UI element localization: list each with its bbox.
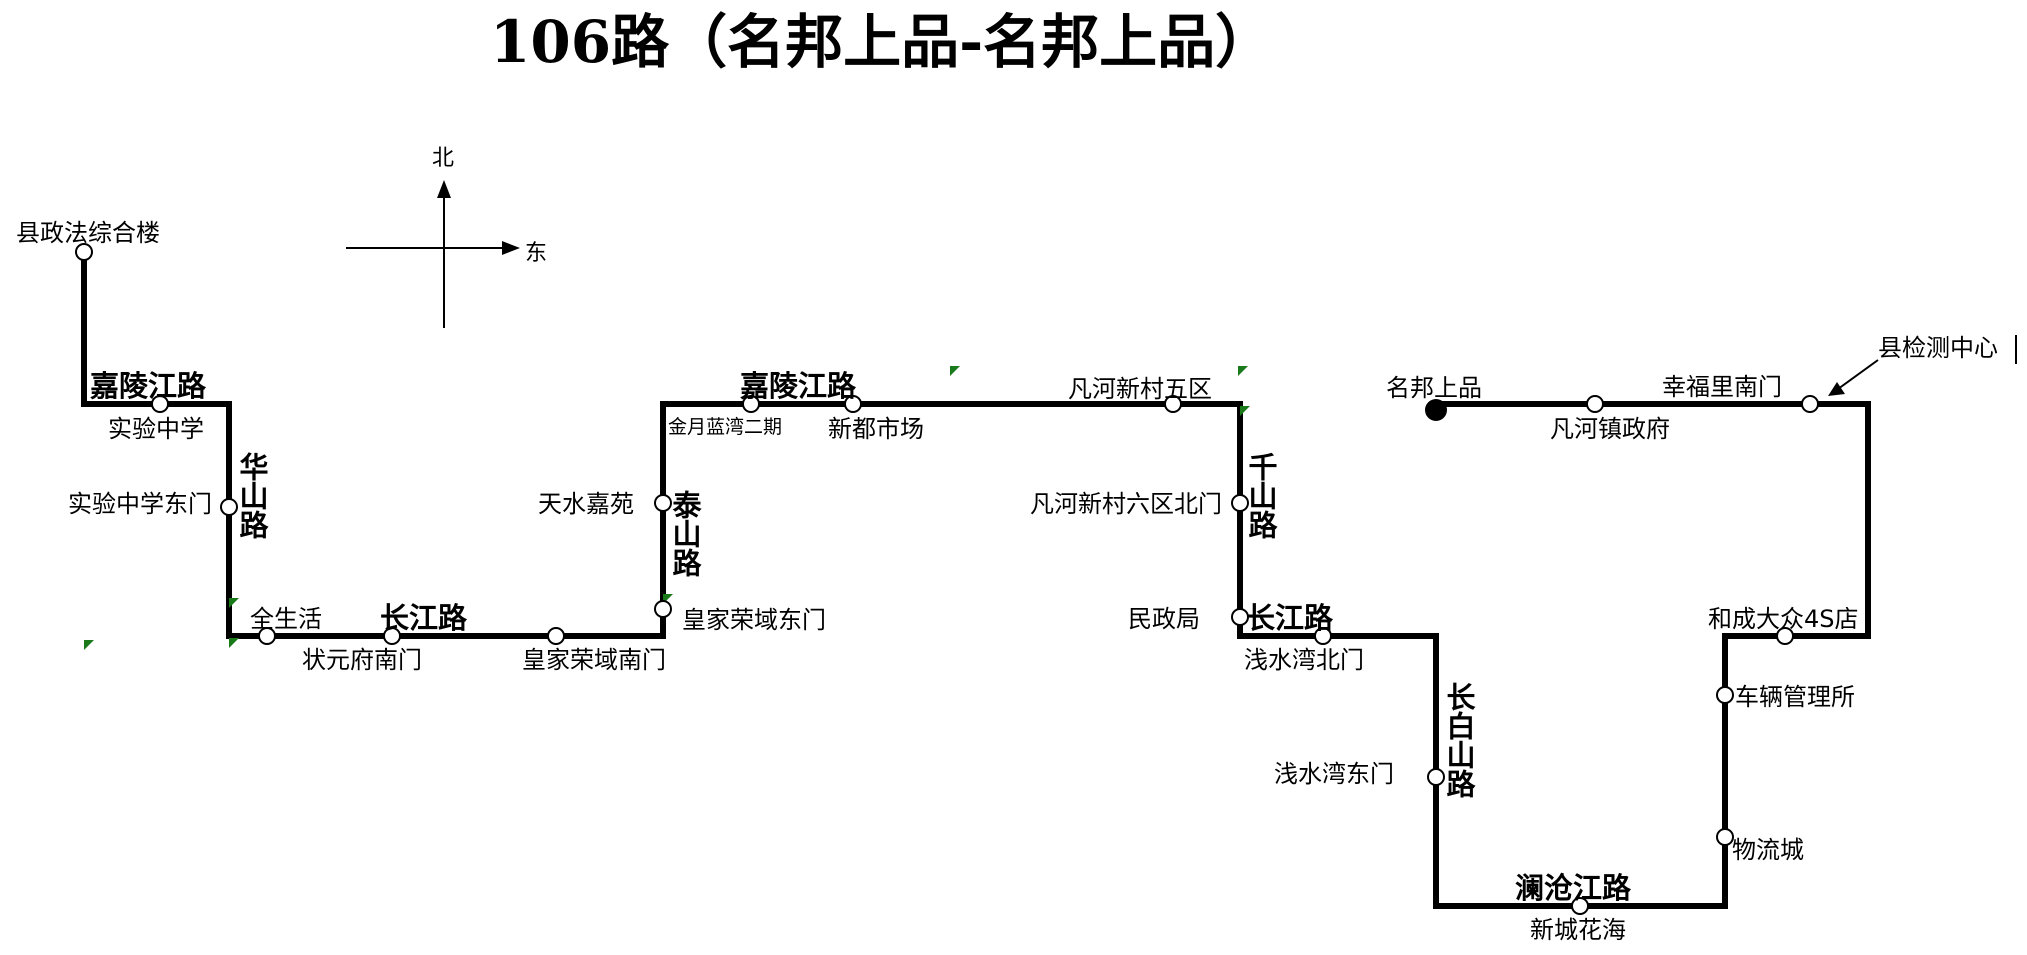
stop-circle: [1716, 686, 1734, 704]
road-label: 嘉陵江路: [90, 369, 207, 403]
marker-icon: [229, 598, 239, 608]
stop-circle: [547, 627, 565, 645]
stop-circle: [654, 600, 672, 618]
stop-label: 新城花海: [1530, 916, 1626, 944]
stop-circle: [220, 498, 238, 516]
compass-east-label: 东: [525, 241, 547, 266]
stop-label: 新都市场: [828, 415, 924, 443]
stop-circle: [1164, 395, 1182, 413]
road-label: 长江路: [1246, 601, 1334, 635]
marker-icon: [950, 366, 960, 376]
map-markers: [84, 366, 1250, 650]
stop-circle: [1231, 494, 1249, 512]
stop-label: 实验中学: [108, 415, 204, 443]
stop-circle: [654, 494, 672, 512]
pointer-arrow-icon: [1828, 382, 1845, 396]
stop-label: 凡河新村五区: [1068, 375, 1212, 403]
stop-label: 皇家荣域南门: [522, 646, 666, 674]
stop-circle: [258, 627, 276, 645]
stop-label: 凡河镇政府: [1550, 415, 1670, 443]
stop-circle: [742, 395, 760, 413]
road-label-vertical: 华山路: [235, 452, 269, 539]
north-arrow-icon: [437, 180, 451, 198]
compass-north-label: 北: [432, 146, 454, 171]
stop-circle: [1801, 395, 1819, 413]
stop-label: 民政局: [1128, 605, 1200, 633]
stop-circle: [151, 395, 169, 413]
marker-icon: [84, 640, 94, 650]
stop-label: 金月蓝湾二期: [668, 416, 782, 438]
stop-label: 浅水湾北门: [1244, 646, 1364, 674]
stop-circle: [383, 627, 401, 645]
road-label: 澜沧江路: [1515, 871, 1632, 905]
road-label-vertical: 泰山路: [668, 490, 702, 577]
route-line: [81, 252, 1871, 909]
stop-label: 县检测中心: [1878, 334, 1998, 362]
road-label-vertical: 长白山路: [1442, 682, 1476, 798]
stop-circle: [1314, 627, 1332, 645]
stop-label: 车辆管理所: [1735, 683, 1855, 711]
stop-label: 幸福里南门: [1662, 373, 1782, 401]
compass: 北 东: [346, 146, 547, 328]
stop-circle: [1231, 608, 1249, 626]
stop-label: 名邦上品: [1386, 374, 1482, 402]
stop-circle: [1716, 828, 1734, 846]
marker-icon: [229, 638, 239, 648]
marker-icon: [1238, 366, 1248, 376]
stop-circle: [844, 395, 862, 413]
stop-label: 实验中学东门: [68, 490, 212, 518]
stop-label: 天水嘉苑: [538, 490, 634, 518]
stop-circle: [1586, 395, 1604, 413]
road-label-vertical: 千山路: [1244, 452, 1278, 539]
stop-circle: [75, 243, 93, 261]
pointer-line: [1837, 359, 1879, 390]
stop-label: 物流城: [1732, 836, 1804, 864]
road-label: 嘉陵江路: [740, 369, 857, 403]
stop-label: 浅水湾东门: [1274, 760, 1394, 788]
stops: [75, 243, 1819, 915]
stop-label: 状元府南门: [302, 646, 422, 674]
stop-label: 凡河新村六区北门: [1030, 490, 1222, 518]
route-title: 106路（名邦上品-名邦上品）: [490, 8, 1273, 76]
stop-circle: [1776, 627, 1794, 645]
terminal-stop: [1425, 399, 1447, 421]
marker-icon: [1240, 406, 1250, 416]
stop-label: 县政法综合楼: [16, 219, 160, 247]
stop-label: 皇家荣域东门: [682, 606, 826, 634]
stop-circle: [1427, 768, 1445, 786]
road-label: 长江路: [380, 601, 468, 635]
stop-label: 和成大众4S店: [1708, 605, 1859, 633]
stop-circle: [1571, 897, 1589, 915]
east-arrow-icon: [502, 241, 520, 255]
stop-label: 全生活: [250, 605, 322, 633]
